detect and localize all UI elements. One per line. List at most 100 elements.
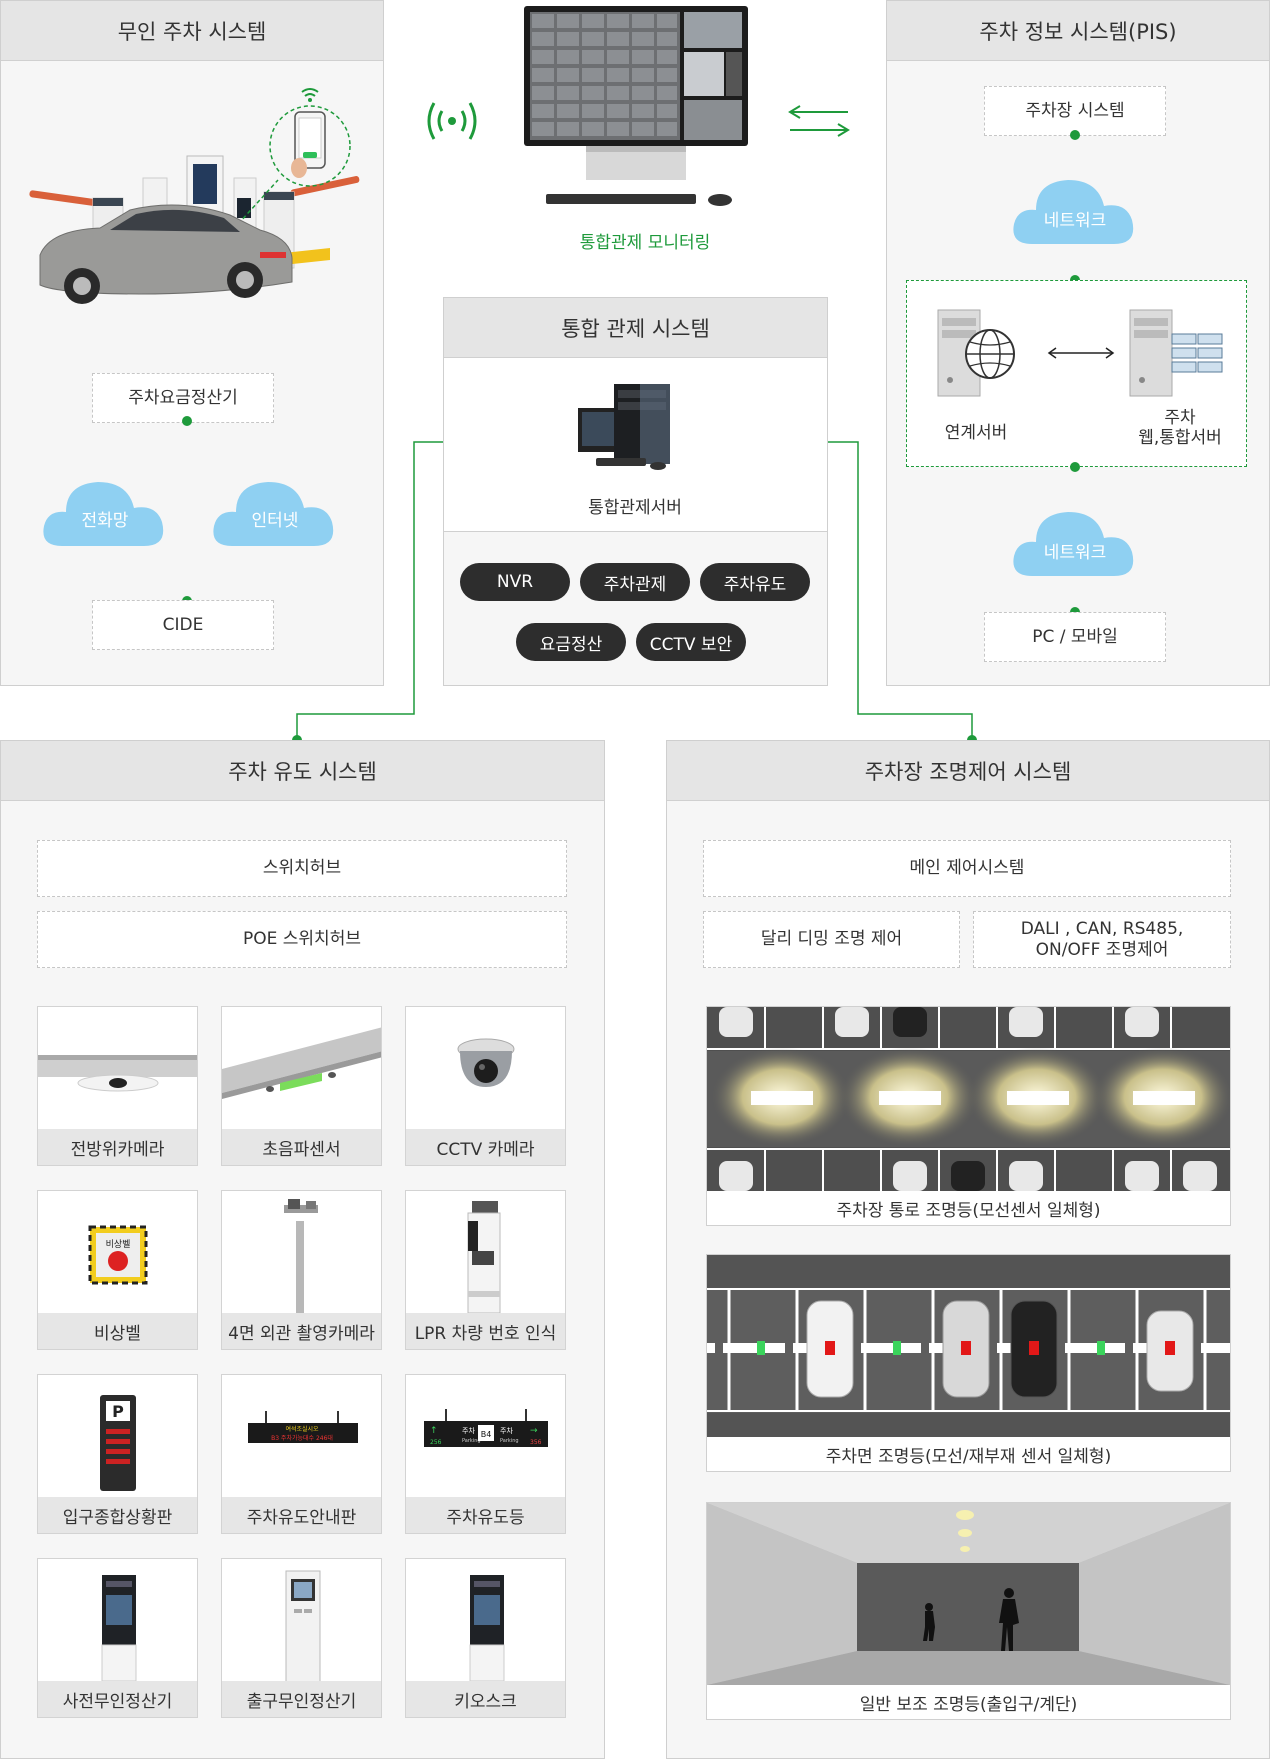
web-server-label-line1: 주차 xyxy=(1164,408,1196,428)
4side-camera-image xyxy=(222,1191,381,1315)
unmanned-parking-title: 무인 주차 시스템 xyxy=(1,1,383,61)
web-server-label: 주차 웹,통합서버 xyxy=(1120,408,1240,449)
control-server-icon xyxy=(578,384,670,470)
device-card-exit-pay-machine: 출구무인정산기 xyxy=(221,1558,382,1718)
cloud-internet-label: 인터넷 xyxy=(251,511,299,531)
exit-pay-machine-label: 출구무인정산기 xyxy=(222,1681,381,1717)
protocol-line1: DALI , CAN, RS485, xyxy=(1020,919,1184,940)
device-card-guide-light: ↑ 256 주차 Parking B4 주차 Parking → 356 주차유… xyxy=(405,1374,566,1534)
device-card-ultrasonic-sensor: 초음파센서 xyxy=(221,1006,382,1166)
guide-board-image: 여석조실시오 B3 주차가능대수 246대 xyxy=(222,1375,381,1499)
cctv-camera-label: CCTV 카메라 xyxy=(406,1129,565,1165)
cctv-camera-image xyxy=(406,1007,565,1131)
device-card-kiosk: 키오스크 xyxy=(405,1558,566,1718)
web-server-label-line2: 웹,통합서버 xyxy=(1138,428,1222,449)
guide-board-text-line2: B3 주차가능대수 246대 xyxy=(271,1434,333,1442)
guide-light-right-sub: Parking xyxy=(500,1438,519,1444)
fare-machine-box: 주차요금정산기 xyxy=(92,373,274,423)
omni-camera-label: 전방위카메라 xyxy=(38,1129,197,1165)
cloud-network-bottom-label: 네트워크 xyxy=(1043,543,1107,563)
svg-text:→: → xyxy=(530,1426,538,1436)
aux-light-panel: 일반 보조 조명등(출입구/계단) xyxy=(706,1502,1231,1720)
space-light-label: 주차면 조명등(모선/재부재 센서 일체형) xyxy=(707,1437,1230,1471)
guide-board-label: 주차유도안내판 xyxy=(222,1497,381,1533)
pedestrian-silhouettes xyxy=(923,1588,1019,1651)
guide-light-num-left: 256 xyxy=(430,1439,442,1446)
emergency-bell-sign-text: 비상벨 xyxy=(106,1239,131,1250)
aisle-light-label: 주차장 통로 조명등(모선센서 일체형) xyxy=(707,1191,1230,1225)
parking-system-dot xyxy=(1070,130,1080,140)
omni-camera-image xyxy=(38,1007,197,1131)
aisle-light-panel: 주차장 통로 조명등(모선센서 일체형) xyxy=(706,1006,1231,1226)
cloud-phone-label: 전화망 xyxy=(81,511,129,531)
parking-system-box: 주차장 시스템 xyxy=(984,86,1166,136)
pill-fare-settlement: 요금정산 xyxy=(516,623,626,661)
guide-light-image: ↑ 256 주차 Parking B4 주차 Parking → 356 xyxy=(406,1375,565,1499)
entrance-board-image: P xyxy=(38,1375,197,1499)
cloud-network-top: 네트워크 xyxy=(1010,166,1140,246)
guide-board-text-line1: 여석조실시오 xyxy=(285,1425,319,1433)
aux-light-image xyxy=(707,1503,1230,1685)
wireless-signal-icon xyxy=(427,102,477,140)
link-server-label: 연계서버 xyxy=(944,423,1008,443)
integrated-control-title: 통합 관제 시스템 xyxy=(444,298,827,358)
guide-light-left-text: 주차 xyxy=(462,1426,475,1435)
control-server-label: 통합관제서버 xyxy=(588,498,682,518)
lighting-control-title: 주차장 조명제어 시스템 xyxy=(667,741,1269,801)
pill-parking-guidance: 주차유도 xyxy=(700,563,810,601)
kiosk-image xyxy=(406,1559,565,1683)
emergency-bell-label: 비상벨 xyxy=(38,1313,197,1349)
device-card-guide-board: 여석조실시오 B3 주차가능대수 246대 주차유도안내판 xyxy=(221,1374,382,1534)
monitoring-label: 통합관제 모니터링 xyxy=(579,233,711,253)
link-server-icon xyxy=(937,309,1015,397)
protocol-line2: ON/OFF 조명제어 xyxy=(1035,939,1169,960)
car-gate-illustration xyxy=(29,155,360,304)
lpr-image xyxy=(406,1191,565,1315)
4side-camera-label: 4면 외관 촬영카메라 xyxy=(222,1313,381,1349)
aisle-light-image xyxy=(707,1007,1230,1191)
unmanned-parking-panel: 무인 주차 시스템 xyxy=(0,0,384,686)
device-card-4side-camera: 4면 외관 촬영카메라 xyxy=(221,1190,382,1350)
protocol-control-box: DALI , CAN, RS485, ON/OFF 조명제어 xyxy=(973,911,1231,968)
space-light-panel: 주차면 조명등(모선/재부재 센서 일체형) xyxy=(706,1254,1231,1472)
pis-title: 주차 정보 시스템(PIS) xyxy=(887,1,1269,61)
guide-light-num-right: 356 xyxy=(530,1439,542,1446)
exit-pay-machine-image xyxy=(222,1559,381,1683)
main-control-box: 메인 제어시스템 xyxy=(703,840,1231,897)
guide-light-label: 주차유도등 xyxy=(406,1497,565,1533)
pill-parking-control: 주차관제 xyxy=(580,563,690,601)
server-group-bottom-dot xyxy=(1070,462,1080,472)
pre-pay-machine-image xyxy=(38,1559,197,1683)
emergency-bell-image: 비상벨 xyxy=(38,1191,197,1315)
space-light-image xyxy=(707,1255,1230,1437)
web-server-icon xyxy=(1129,309,1223,397)
guide-light-floor: B4 xyxy=(481,1430,492,1439)
poe-switch-hub-box: POE 스위치허브 xyxy=(37,911,567,968)
cloud-phone-network: 전화망 xyxy=(40,468,170,548)
integrated-control-panel: 통합 관제 시스템 xyxy=(443,297,828,686)
pc-mobile-box: PC / 모바일 xyxy=(984,612,1166,662)
dali-dimming-box: 달리 디밍 조명 제어 xyxy=(703,911,960,968)
svg-text:↑: ↑ xyxy=(430,1426,438,1436)
parking-guidance-title: 주차 유도 시스템 xyxy=(1,741,604,801)
device-card-entrance-board: P 입구종합상황판 xyxy=(37,1374,198,1534)
cide-box: CIDE xyxy=(92,600,274,650)
mobile-phone-icon xyxy=(269,88,351,187)
pre-pay-machine-label: 사전무인정산기 xyxy=(38,1681,197,1717)
pill-cctv-security: CCTV 보안 xyxy=(636,623,746,661)
server-link-arrow xyxy=(1047,347,1115,359)
device-card-omni-camera: 전방위카메라 xyxy=(37,1006,198,1166)
guide-light-left-sub: Parking xyxy=(462,1438,481,1444)
entrance-board-label: 입구종합상황판 xyxy=(38,1497,197,1533)
guide-light-right-text: 주차 xyxy=(500,1426,513,1435)
connector-control-guidance xyxy=(296,441,443,740)
fare-machine-dot xyxy=(182,416,192,426)
cloud-internet: 인터넷 xyxy=(210,468,340,548)
bidirectional-arrows-icon xyxy=(788,105,850,137)
monitoring-computer-icon xyxy=(524,6,748,206)
ultrasonic-sensor-label: 초음파센서 xyxy=(222,1129,381,1165)
kiosk-label: 키오스크 xyxy=(406,1681,565,1717)
ultrasonic-sensor-image xyxy=(222,1007,381,1131)
pill-nvr: NVR xyxy=(460,563,570,601)
device-card-cctv-camera: CCTV 카메라 xyxy=(405,1006,566,1166)
